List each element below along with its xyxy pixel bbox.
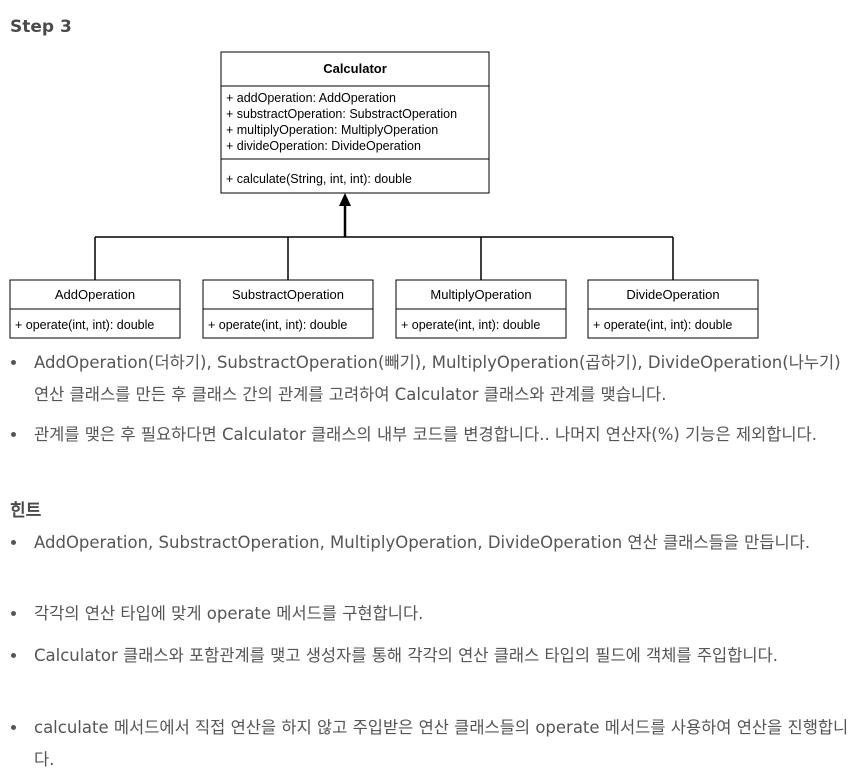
- subclass-name: AddOperation: [55, 287, 135, 302]
- subclass-name: MultiplyOperation: [430, 287, 531, 302]
- subclass-name: DivideOperation: [626, 287, 719, 302]
- calculator-class: Calculator + addOperation: AddOperation …: [220, 51, 490, 194]
- list-item: AddOperation(더하기), SubstractOperation(빼기…: [11, 347, 854, 411]
- inheritance-connectors: [94, 203, 674, 280]
- calculator-attribute: + substractOperation: SubstractOperation: [226, 107, 457, 121]
- list-item: 각각의 연산 타입에 맞게 operate 메서드를 구현합니다.: [11, 598, 854, 630]
- uml-class-diagram: Calculator + addOperation: AddOperation …: [9, 51, 759, 339]
- arrowhead-icon: [339, 193, 351, 206]
- list-item: calculate 메서드에서 직접 연산을 하지 않고 주입받은 연산 클래스…: [11, 712, 854, 776]
- subclass-name: SubstractOperation: [232, 287, 344, 302]
- calculator-attribute: + divideOperation: DivideOperation: [226, 139, 421, 153]
- step-heading: Step 3: [10, 17, 72, 37]
- subclass-box: SubstractOperation + operate(int, int): …: [202, 279, 374, 339]
- calculator-attribute: + multiplyOperation: MultiplyOperation: [226, 123, 438, 137]
- subclass-method: + operate(int, int): double: [15, 318, 154, 332]
- list-item: Calculator 클래스와 포함관계를 맺고 생성자를 통해 각각의 연산 …: [11, 640, 854, 672]
- subclass-box: MultiplyOperation + operate(int, int): d…: [395, 279, 567, 339]
- list-item: AddOperation, SubstractOperation, Multip…: [11, 527, 854, 559]
- subclass-method: + operate(int, int): double: [593, 318, 732, 332]
- calculator-method: + calculate(String, int, int): double: [226, 172, 412, 186]
- subclass-box: AddOperation + operate(int, int): double: [9, 279, 181, 339]
- calculator-class-name: Calculator: [323, 61, 387, 76]
- list-item: 관계를 맺은 후 필요하다면 Calculator 클래스의 내부 코드를 변경…: [11, 419, 854, 451]
- calculator-attribute: + addOperation: AddOperation: [226, 91, 396, 105]
- subclass-method: + operate(int, int): double: [401, 318, 540, 332]
- hint-heading: 힌트: [10, 501, 42, 521]
- subclass-method: + operate(int, int): double: [208, 318, 347, 332]
- subclass-box: DivideOperation + operate(int, int): dou…: [587, 279, 759, 339]
